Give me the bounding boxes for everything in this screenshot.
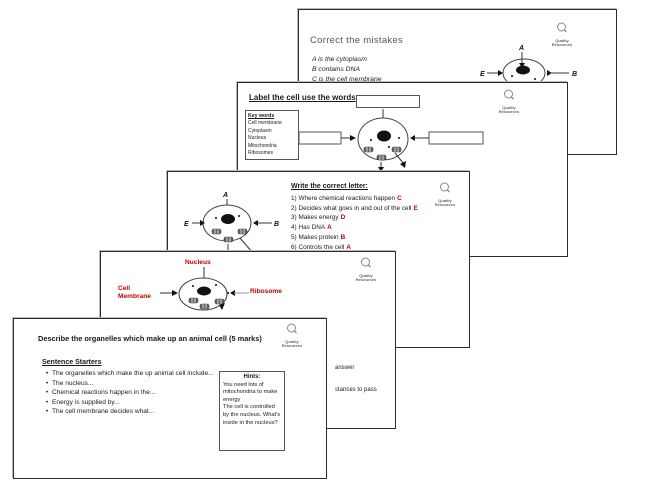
ribosome-dot bbox=[214, 216, 218, 220]
label-e: E bbox=[480, 71, 485, 78]
quality-resources-logo: Quality Resources bbox=[549, 22, 575, 47]
keyword: Cytoplasm bbox=[248, 127, 272, 134]
answer-letter: A bbox=[327, 224, 332, 232]
mitochondrion-icon bbox=[211, 228, 222, 235]
arrow-bottom-right bbox=[394, 152, 405, 165]
answer-box-right bbox=[428, 131, 484, 145]
sentence-starter: •The nucleus... bbox=[45, 379, 94, 387]
keyword: Ribosomes bbox=[248, 150, 274, 157]
nucleus-label: Nucleus bbox=[185, 259, 211, 266]
sentence-starter: •The organelles which make the up animal… bbox=[45, 370, 214, 377]
label-b: B bbox=[274, 221, 279, 228]
quality-resources-logo: Quality Resources bbox=[496, 89, 522, 114]
quality-resources-logo: Quality Resources bbox=[432, 182, 458, 207]
mitochondrion-icon bbox=[223, 236, 234, 243]
sentence-starter: •The cell membrane decides what... bbox=[45, 408, 155, 416]
logo-q-icon bbox=[287, 323, 297, 334]
ribosome-dot bbox=[226, 291, 230, 295]
ribosome-dot bbox=[237, 214, 241, 218]
nucleus bbox=[221, 214, 235, 224]
arrow-inner bbox=[219, 303, 225, 310]
keyword: Nucleus bbox=[248, 135, 267, 142]
quality-resources-logo: Quality Resources bbox=[353, 257, 379, 282]
label-a: A bbox=[222, 192, 228, 199]
answer-letter: C bbox=[397, 195, 402, 202]
cell-diagram-2 bbox=[298, 109, 484, 172]
slide2-title: Label the cell use the words bbox=[249, 93, 356, 102]
cell-membrane-label: Cell Membrane bbox=[118, 285, 151, 300]
ribosome-dot bbox=[510, 74, 514, 78]
label-a: A bbox=[518, 45, 524, 52]
ribosome-dot bbox=[191, 284, 195, 288]
logo-q-icon bbox=[361, 257, 371, 268]
slide1-statement: A is the cytoplasm bbox=[312, 56, 367, 63]
keywords-header: Key words bbox=[248, 113, 275, 119]
quality-resources-logo: Quality Resources bbox=[279, 323, 305, 348]
sentence-starters-header: Sentence Starters bbox=[42, 359, 102, 366]
ribosome-dot bbox=[214, 283, 218, 287]
hints-box: Hints: You need lots of mitochondria to … bbox=[219, 371, 285, 451]
mitochondrion-icon bbox=[237, 228, 248, 235]
cell-diagram-4 bbox=[160, 267, 249, 311]
logo-q-icon bbox=[504, 89, 514, 100]
mitochondrion-icon bbox=[376, 154, 387, 161]
answer-letter: B bbox=[340, 233, 346, 241]
label-b: B bbox=[572, 71, 577, 78]
slide1-title: Correct the mistakes bbox=[310, 35, 404, 46]
nucleus bbox=[377, 130, 391, 142]
clipped-text-fragment: answer bbox=[335, 365, 355, 371]
answer-letter: D bbox=[340, 214, 346, 222]
ribosome-dot bbox=[369, 138, 373, 142]
slide-describe-organelles[interactable]: Describe the organelles which make up an… bbox=[13, 318, 327, 479]
keyword: Mitochondria bbox=[248, 142, 277, 149]
question-row: 2) Decides what goes in and out of the c… bbox=[291, 204, 418, 212]
mitochondrion-icon bbox=[199, 303, 210, 310]
clipped-text-fragment: stances to pass bbox=[335, 387, 377, 393]
answer-box-top bbox=[356, 95, 420, 108]
ribosome-dot bbox=[387, 145, 391, 149]
hint-line: You need lots of mitochondria to make en… bbox=[223, 381, 278, 403]
mitochondrion-icon bbox=[363, 146, 374, 153]
slide3-title: Write the correct letter: bbox=[291, 183, 368, 190]
ribosome-dot bbox=[533, 77, 537, 81]
logo-q-icon bbox=[557, 22, 567, 33]
sentence-starters-list: •The organelles which make the up animal… bbox=[42, 369, 238, 417]
answer-box-left bbox=[298, 131, 342, 145]
mitochondrion-icon bbox=[214, 298, 225, 305]
label-e: E bbox=[184, 221, 189, 228]
ribosome-dot bbox=[397, 136, 401, 140]
keyword: Cell membrane bbox=[248, 120, 282, 127]
answer-letter: E bbox=[413, 204, 418, 212]
hints-header: Hints: bbox=[243, 374, 261, 380]
ribosome-label: Ribosome bbox=[250, 288, 282, 295]
logo-q-icon bbox=[440, 182, 450, 193]
slide5-title: Describe the organelles which make up an… bbox=[38, 334, 262, 343]
mitochondrion-icon bbox=[188, 297, 199, 304]
sentence-starter: •Chemical reactions happen in the... bbox=[45, 389, 156, 397]
sentence-starter: •Energy is supplied by... bbox=[45, 398, 120, 406]
mitochondrion-icon bbox=[391, 146, 402, 153]
nucleus bbox=[197, 286, 211, 296]
slide1-statement-clipped: C is the cell membrane bbox=[312, 76, 382, 83]
hint-line: The cell is controlled by the nucleus. W… bbox=[223, 404, 281, 426]
arrow-d bbox=[239, 237, 253, 253]
nucleus bbox=[516, 65, 530, 75]
cell-diagram-3: A E B bbox=[184, 192, 279, 255]
slide1-statement: B contains DNA bbox=[312, 66, 360, 73]
answer-letter: A bbox=[346, 243, 351, 251]
